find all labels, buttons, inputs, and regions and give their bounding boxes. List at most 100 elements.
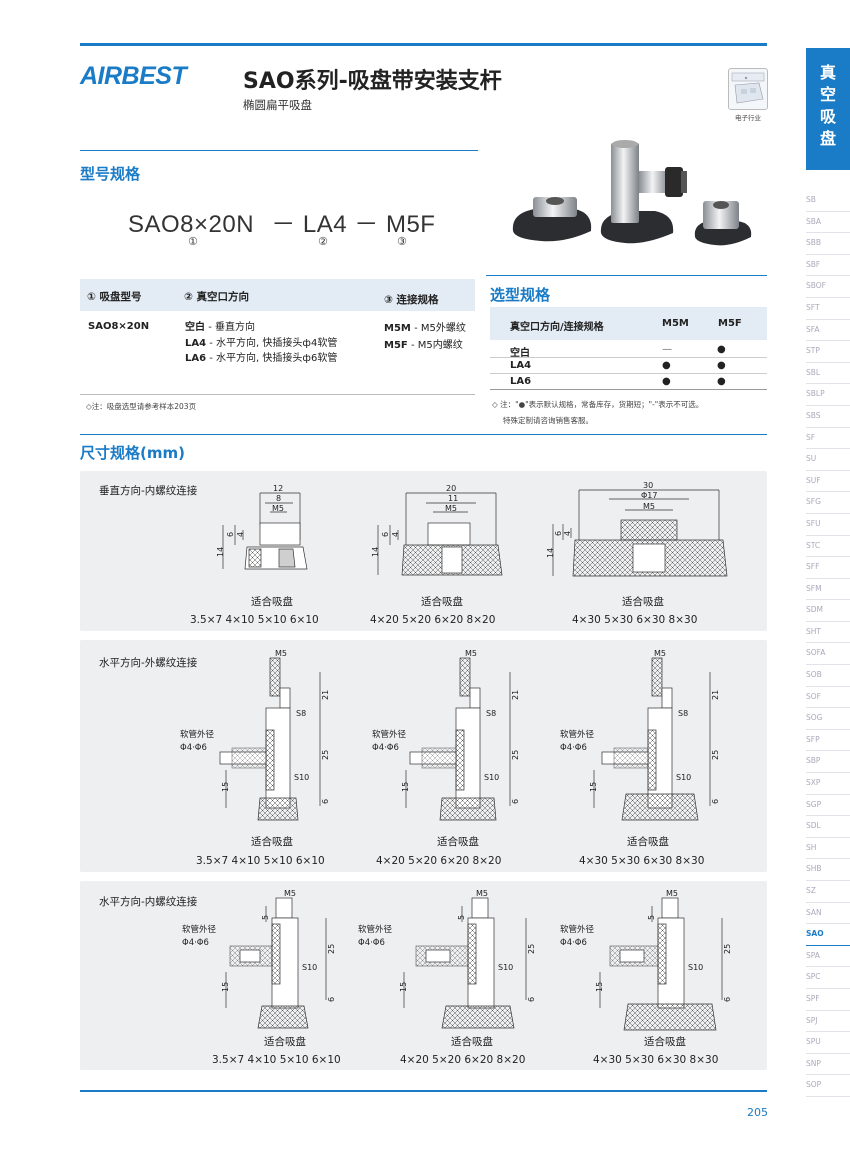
sidebar-item-sbl[interactable]: SBL <box>806 363 850 385</box>
drawing-horizontal-male-medium: M5 21 S8 25 S10 15 6 <box>401 649 520 821</box>
sidebar-item-spj[interactable]: SPJ <box>806 1011 850 1033</box>
dim-label: M5 <box>284 889 296 898</box>
fit-label: 适合吸盘 <box>451 1036 493 1048</box>
sidebar-item-sba[interactable]: SBA <box>806 212 850 234</box>
dim-label: 25 <box>711 750 720 760</box>
direction-code: LA4 <box>185 337 207 349</box>
hose-label: 软管外径 Φ4·Φ6 <box>180 729 214 755</box>
sidebar-item-su[interactable]: SU <box>806 449 850 471</box>
sidebar-item-shb[interactable]: SHB <box>806 859 850 881</box>
sidebar-item-sblp[interactable]: SBLP <box>806 384 850 406</box>
dim-label: 6 <box>554 531 563 536</box>
col-connection: ③ 连接规格 <box>384 294 439 306</box>
dim-label: M5 <box>465 649 477 658</box>
sidebar-item-sbs[interactable]: SBS <box>806 406 850 428</box>
sidebar-item-sdl[interactable]: SDL <box>806 816 850 838</box>
dim-label: Φ17 <box>641 491 657 500</box>
sidebar-item-sfp[interactable]: SFP <box>806 730 850 752</box>
sidebar-item-sob[interactable]: SOB <box>806 665 850 687</box>
category-char: 空 <box>819 85 836 104</box>
dim-label: 6 <box>321 799 330 804</box>
section-rule <box>486 275 767 276</box>
direction-desc: - 垂直方向 <box>208 322 255 333</box>
page-number: 205 <box>747 1106 768 1119</box>
hose-od-text: 软管外径 <box>180 730 215 740</box>
col-direction: ② 真空口方向 <box>184 291 250 303</box>
drawing-horizontal-female-medium: M5 5 25 S10 15 6 <box>399 889 536 1029</box>
sidebar-item-snp[interactable]: SNP <box>806 1054 850 1076</box>
sidebar-item-spu[interactable]: SPU <box>806 1032 850 1054</box>
hose-size-text: Φ4·Φ6 <box>180 743 207 753</box>
size-list: 4×30 5×30 6×30 8×30 <box>572 614 698 626</box>
sidebar-item-sht[interactable]: SHT <box>806 622 850 644</box>
direction-code: 空白 <box>185 322 205 333</box>
dim-label: 8 <box>276 494 281 503</box>
dim-label: S10 <box>294 773 309 782</box>
sidebar-item-san[interactable]: SAN <box>806 903 850 925</box>
sidebar-item-sfg[interactable]: SFG <box>806 492 850 514</box>
dim-label: S10 <box>302 963 317 972</box>
dim-label: 4 <box>563 531 572 536</box>
selection-rows: 空白 — ● LA4 ● ● LA6 ● ● <box>490 342 767 390</box>
size-list: 4×30 5×30 6×30 8×30 <box>593 1054 719 1066</box>
dim-label: 15 <box>589 782 598 792</box>
top-rule <box>80 43 767 46</box>
brand-logo: AIRBEST <box>80 62 187 90</box>
sidebar-item-sb[interactable]: SB <box>806 190 850 212</box>
category-tab: 真 空 吸 盘 <box>806 48 850 170</box>
sidebar-item-spa[interactable]: SPA <box>806 946 850 968</box>
section-rule <box>80 434 767 435</box>
col-model: ① 吸盘型号 <box>87 291 142 303</box>
sidebar-item-spc[interactable]: SPC <box>806 967 850 989</box>
direction-code: LA6 <box>185 353 207 364</box>
dim-label: 30 <box>643 481 653 490</box>
dim-label: 6 <box>381 532 390 537</box>
dim-label: 25 <box>527 944 536 954</box>
sidebar-item-sfa[interactable]: SFA <box>806 320 850 342</box>
sidebar-item-sfu[interactable]: SFU <box>806 514 850 536</box>
dim-label: 11 <box>448 494 458 503</box>
drawing-horizontal-male-small: M5 21 S8 25 S10 15 6 <box>219 649 330 821</box>
size-list: 3.5×7 4×10 5×10 6×10 <box>196 855 325 867</box>
category-char: 盘 <box>819 129 836 148</box>
sidebar-item-stp[interactable]: STP <box>806 341 850 363</box>
sidebar-item-sbof[interactable]: SBOF <box>806 276 850 298</box>
marker-2: ② <box>318 235 328 248</box>
dim-label: 4 <box>236 532 245 537</box>
hose-od-text: 软管外径 <box>372 730 407 740</box>
sidebar-item-sdm[interactable]: SDM <box>806 600 850 622</box>
sidebar-item-sfm[interactable]: SFM <box>806 579 850 601</box>
sidebar-item-spf[interactable]: SPF <box>806 989 850 1011</box>
sidebar-item-sh[interactable]: SH <box>806 838 850 860</box>
dim-label: 14 <box>546 548 555 558</box>
sidebar-item-sff[interactable]: SFF <box>806 557 850 579</box>
sidebar-item-sao[interactable]: SAO <box>806 924 850 946</box>
sidebar-item-sbb[interactable]: SBB <box>806 233 850 255</box>
model-sep: － <box>271 211 296 238</box>
fit-label: 适合吸盘 <box>622 596 664 608</box>
sidebar-item-sog[interactable]: SOG <box>806 708 850 730</box>
sidebar-item-sf[interactable]: SF <box>806 428 850 450</box>
sidebar-item-sft[interactable]: SFT <box>806 298 850 320</box>
hose-size-text: Φ4·Φ6 <box>372 743 399 753</box>
sidebar-item-sofa[interactable]: SOFA <box>806 643 850 666</box>
sidebar-item-sop[interactable]: SOP <box>806 1075 850 1097</box>
sidebar-item-stc[interactable]: STC <box>806 536 850 558</box>
selection-heading: 选型规格 <box>490 286 551 304</box>
col-m5f: M5F <box>718 318 742 329</box>
sidebar-item-suf[interactable]: SUF <box>806 471 850 493</box>
sidebar-item-sz[interactable]: SZ <box>806 881 850 903</box>
direction-desc: - 水平方向, 快插接头ф4软管 <box>209 337 338 349</box>
sidebar-item-sbp[interactable]: SBP <box>806 751 850 774</box>
dim-label: 6 <box>723 997 732 1002</box>
sidebar-item-sof[interactable]: SOF <box>806 687 850 709</box>
sidebar-item-sxp[interactable]: SXP <box>806 773 850 795</box>
sidebar-item-sgp[interactable]: SGP <box>806 795 850 817</box>
hose-od-text: 软管外径 <box>182 925 217 935</box>
industry-label: 电子行业 <box>735 114 761 122</box>
dim-label: 14 <box>371 547 380 557</box>
sidebar-item-sbf[interactable]: SBF <box>806 255 850 277</box>
